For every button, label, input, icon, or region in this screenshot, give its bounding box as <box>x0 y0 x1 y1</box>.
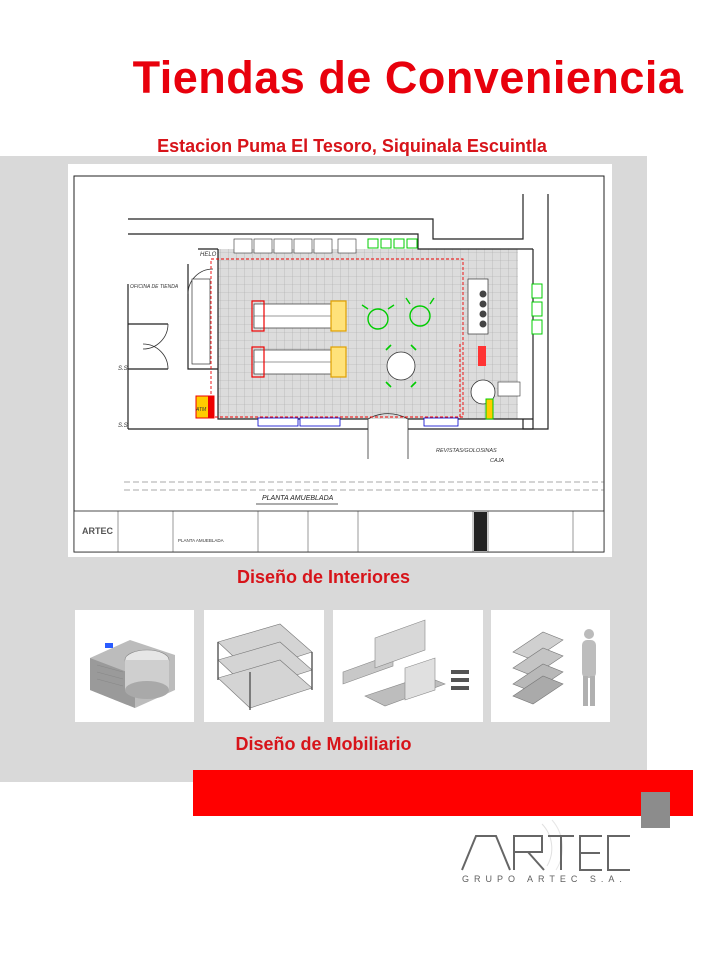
gray-accent-square <box>641 792 670 828</box>
thumb-building <box>75 610 194 722</box>
artec-logo-mark <box>461 819 630 871</box>
section-heading-furniture: Diseño de Mobiliario <box>235 734 412 754</box>
display-render-image <box>512 629 596 706</box>
titleblock-sheet: PLANTA AMUEBLADA <box>178 538 224 543</box>
floor-plan-drawing: PLANTA AMUEBLADA ARTEC PLANTA AMUEBLADA … <box>73 175 605 553</box>
logo-tagline: GRUPO ARTEC S.A. <box>462 874 627 884</box>
floor-plan: PLANTA AMUEBLADA ARTEC PLANTA AMUEBLADA … <box>68 164 612 557</box>
plan-label-oficina: OFICINA DE TIENDA <box>130 284 179 290</box>
section-heading-interiors: Diseño de Interiores <box>236 567 411 587</box>
page-title: Tiendas de Conveniencia <box>132 52 684 103</box>
plan-label-ss1: S.S. <box>118 366 129 372</box>
thumb-shelving <box>204 610 324 722</box>
shelving-render-image <box>217 623 313 710</box>
thumb-counter <box>333 610 483 722</box>
counter-render-image <box>342 619 469 707</box>
plan-label-caja: CAJA <box>490 458 504 464</box>
building-render-image <box>90 640 175 708</box>
plan-label-ss2: S.S. <box>118 423 129 429</box>
page-subtitle: Estacion Puma El Tesoro, Siquinala Escui… <box>157 136 547 156</box>
thumb-display <box>491 610 610 722</box>
plan-label-atm: ATM <box>195 407 207 413</box>
plan-label-planta: PLANTA AMUEBLADA <box>262 495 334 502</box>
artec-logo <box>452 816 642 896</box>
titleblock-logo: ARTEC <box>82 526 113 536</box>
plan-label-revistas: REVISTAS/GOLOSINAS <box>436 448 497 454</box>
red-accent-bar <box>193 770 693 816</box>
plan-label-helo: HELO <box>200 252 217 258</box>
